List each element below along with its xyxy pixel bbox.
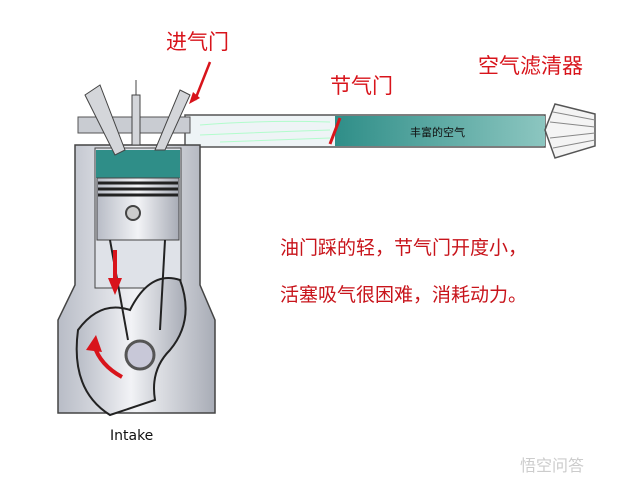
intake-valve-label: 进气门: [166, 30, 229, 54]
valves: [84, 80, 191, 156]
rotation-arrow-icon: [86, 335, 123, 379]
stroke-label: Intake: [110, 428, 154, 444]
air-filter-label: 空气滤清器: [478, 54, 583, 78]
throttle-plate: [328, 117, 342, 145]
description: 油门踩的轻，节气门开度小， 活塞吸气很困难，消耗动力。: [280, 225, 527, 319]
description-line: 油门踩的轻，节气门开度小，: [280, 237, 528, 259]
air-filter-ridges: [549, 111, 596, 149]
rich-air-label: 丰富的空气: [410, 126, 465, 139]
intake-valve-pointer: [193, 61, 212, 101]
intake-pipe: [184, 114, 546, 148]
air-filter: [544, 103, 596, 159]
description-line: 活塞吸气很困难，消耗动力。: [280, 284, 528, 306]
throttle-label: 节气门: [330, 74, 393, 98]
engine-block: [57, 116, 216, 417]
down-arrow-icon: [108, 250, 122, 295]
watermark: 悟空问答: [520, 456, 585, 475]
